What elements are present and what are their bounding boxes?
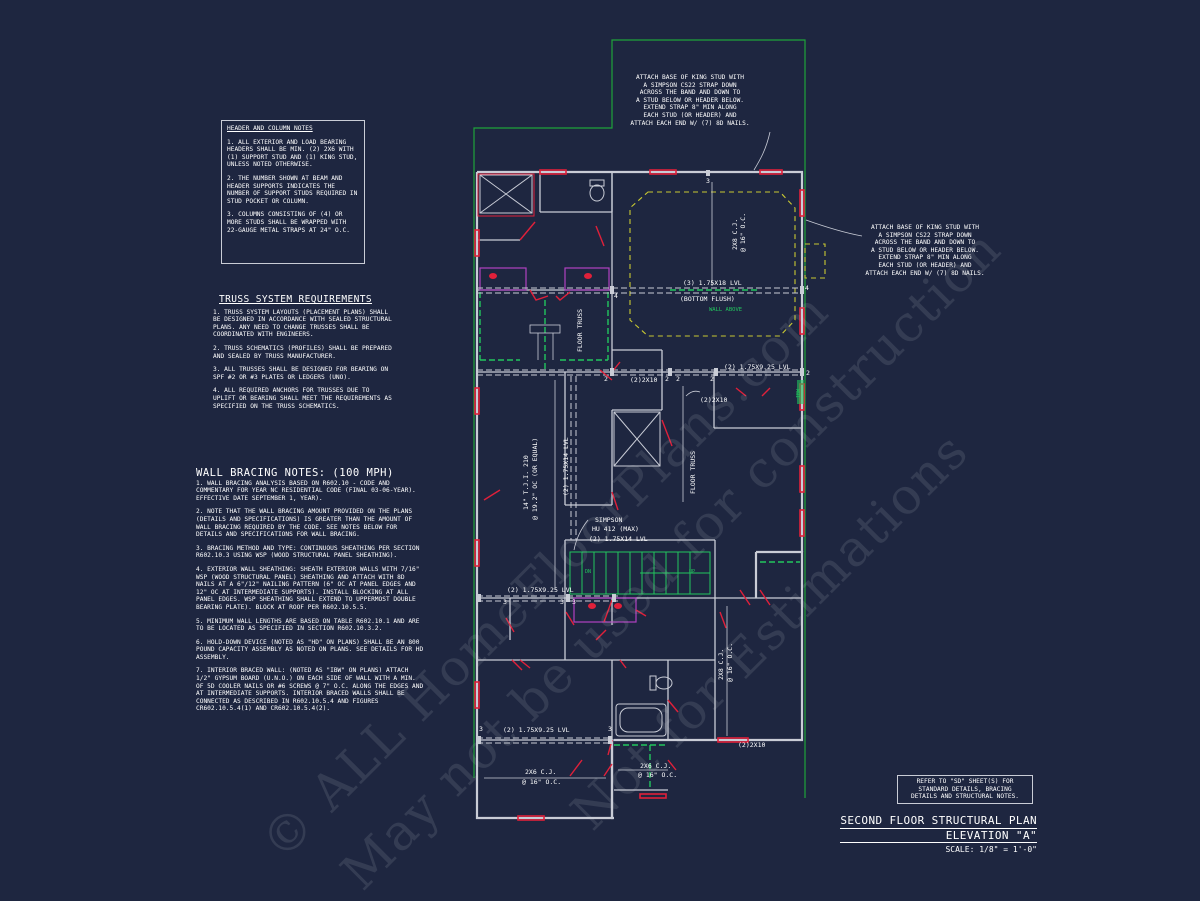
toilet-top xyxy=(589,179,605,202)
label-floor-truss-1: FLOOR TRUSS xyxy=(576,308,584,352)
label-simpson-2: HU 412 (MAX) xyxy=(592,525,639,533)
truss-note-2: 2. TRUSS SCHEMATICS (PROFILES) SHALL BE … xyxy=(213,344,392,360)
toilet-bottom xyxy=(649,675,673,691)
label-cj-top-1: 2x8 C.J. xyxy=(731,218,739,250)
door-swings xyxy=(483,221,771,777)
tray-ceiling-outline xyxy=(629,191,826,337)
bracing-note-2: 2. NOTE THAT THE WALL BRACING AMOUNT PRO… xyxy=(196,508,413,539)
dimension-lines xyxy=(484,182,728,779)
headers-red xyxy=(474,169,805,821)
stairs xyxy=(569,551,711,595)
shower-top xyxy=(479,174,533,214)
truss-notes-title: TRUSS SYSTEM REQUIREMENTS xyxy=(219,294,372,305)
stud-count-3f: 3 xyxy=(608,725,612,733)
label-dn: DN xyxy=(585,569,592,575)
refer-sd-note: REFER TO "SD" SHEET(S) FOR STANDARD DETA… xyxy=(897,775,1033,804)
leader-lines xyxy=(573,131,863,551)
truss-note-3: 3. ALL TRUSSES SHALL BE DESIGNED FOR BEA… xyxy=(213,366,389,381)
header-note-1: 1. ALL EXTERIOR AND LOAD BEARING HEADERS… xyxy=(227,138,358,169)
stud-count-3a: 3 xyxy=(706,177,710,185)
label-lvl-right: (2) 1.75x9.25 LVL xyxy=(724,363,791,371)
label-cj-top-2: @ 16" O.C. xyxy=(739,212,747,252)
truss-note-1: 1. TRUSS SYSTEM LAYOUTS (PLACEMENT PLANS… xyxy=(213,308,392,339)
label-lvl-center: (2) 1.75x14 LVL xyxy=(562,437,570,496)
shower-mid xyxy=(613,411,661,467)
label-tji-2: @ 19.2" OC (OR EQUAL) xyxy=(531,437,539,520)
drawing-title-block: SECOND FLOOR STRUCTURAL PLAN ELEVATION "… xyxy=(840,814,1037,854)
roof-outline xyxy=(473,39,806,798)
closet-shelves xyxy=(529,324,561,360)
bracing-notes-title: WALL BRACING NOTES: (100 MPH) xyxy=(196,467,394,479)
stud-count-3b: 3 xyxy=(503,598,507,606)
label-cj-bl-2: @ 16" O.C. xyxy=(522,778,562,786)
header-notes-title: HEADER AND COLUMN NOTES xyxy=(227,125,313,132)
stud-count-2e: 2 xyxy=(806,369,810,377)
stud-count-4b: 4 xyxy=(805,284,809,292)
label-cj-bl-1: 2x6 C.J. xyxy=(525,768,557,776)
stud-count-2b: 2 xyxy=(665,375,669,383)
ibw-marker xyxy=(797,380,804,404)
stud-count-2a: 2 xyxy=(604,375,608,383)
drawing-title: SECOND FLOOR STRUCTURAL PLAN xyxy=(840,814,1037,829)
label-2x10-c: (2)2x10 xyxy=(738,741,766,749)
label-lvl-stair: (2) 1.75x14 LVL xyxy=(589,535,648,543)
bracing-note-1: 1. WALL BRACING ANALYSIS BASED ON R602.1… xyxy=(196,479,416,502)
bracing-note-3: 3. BRACING METHOD AND TYPE: CONTINUOUS S… xyxy=(196,544,420,560)
header-column-notes: HEADER AND COLUMN NOTES 1. ALL EXTERIOR … xyxy=(221,120,365,264)
drawing-scale: SCALE: 1/8" = 1'-0" xyxy=(945,845,1037,854)
stud-count-2c: 2 xyxy=(676,375,680,383)
strap-callout-top: ATTACH BASE OF KING STUD WITH A SIMPSON … xyxy=(630,74,750,127)
beams xyxy=(477,287,802,744)
shower-top-outline xyxy=(477,173,535,217)
label-cj-bc-1: 2x6 C.J. xyxy=(640,762,672,770)
header-note-2: 2. THE NUMBER SHOWN AT BEAM AND HEADER S… xyxy=(227,174,358,205)
label-simpson-1: SIMPSON xyxy=(595,516,623,524)
header-note-3: 3. COLUMNS CONSISTING OF (4) OR MORE STU… xyxy=(227,211,350,234)
truss-note-4: 4. ALL REQUIRED ANCHORS FOR TRUSSES DUE … xyxy=(213,387,392,410)
stud-count-4a: 4 xyxy=(614,292,618,300)
stud-count-2d: 2 xyxy=(710,375,714,383)
label-tji-1: 14" T.J.I. 210 xyxy=(522,455,530,510)
truss-system-notes: TRUSS SYSTEM REQUIREMENTS 1. TRUSS SYSTE… xyxy=(213,294,393,416)
label-wall-above: WALL ABOVE xyxy=(709,307,743,313)
tub-bottom xyxy=(615,703,667,737)
green-bracing xyxy=(479,289,800,790)
bracing-note-6: 6. HOLD-DOWN DEVICE (NOTED AS "HD" ON PL… xyxy=(196,638,424,661)
stud-count-3d: 3 xyxy=(572,598,576,606)
drawing-elevation: ELEVATION "A" xyxy=(840,829,1037,843)
exterior-walls xyxy=(475,170,804,820)
column-posts xyxy=(477,170,804,744)
label-lvl-bottom: (2) 1.75x9.25 LVL xyxy=(503,726,570,734)
label-2x10-b: (2)2x10 xyxy=(700,396,728,404)
label-up: UP xyxy=(689,569,696,575)
stud-count-3c: 3 xyxy=(560,598,564,606)
sink-bowls xyxy=(489,273,622,609)
stud-count-3e: 3 xyxy=(479,725,483,733)
bracing-note-7: 7. INTERIOR BRACED WALL: (NOTED AS "IBW"… xyxy=(196,667,424,713)
interior-walls xyxy=(477,172,802,791)
label-2x10-a: (2)2x10 xyxy=(630,376,658,384)
label-lvl-mid-left: (2) 1.75x9.25 LVL xyxy=(507,586,574,594)
wall-bracing-notes: WALL BRACING NOTES: (100 MPH) 1. WALL BR… xyxy=(196,467,424,719)
label-bottom-flush: (BOTTOM FLUSH) xyxy=(680,295,735,303)
strap-callout-right: ATTACH BASE OF KING STUD WITH A SIMPSON … xyxy=(865,224,985,277)
label-cj-bc-2: @ 16" O.C. xyxy=(638,771,678,779)
bracing-note-4: 4. EXTERIOR WALL SHEATHING: SHEATH EXTER… xyxy=(196,565,420,611)
bracing-note-5: 5. MINIMUM WALL LENGTHS ARE BASED ON TAB… xyxy=(196,617,420,633)
label-lvl-1: (3) 1.75x18 LVL xyxy=(683,279,742,287)
